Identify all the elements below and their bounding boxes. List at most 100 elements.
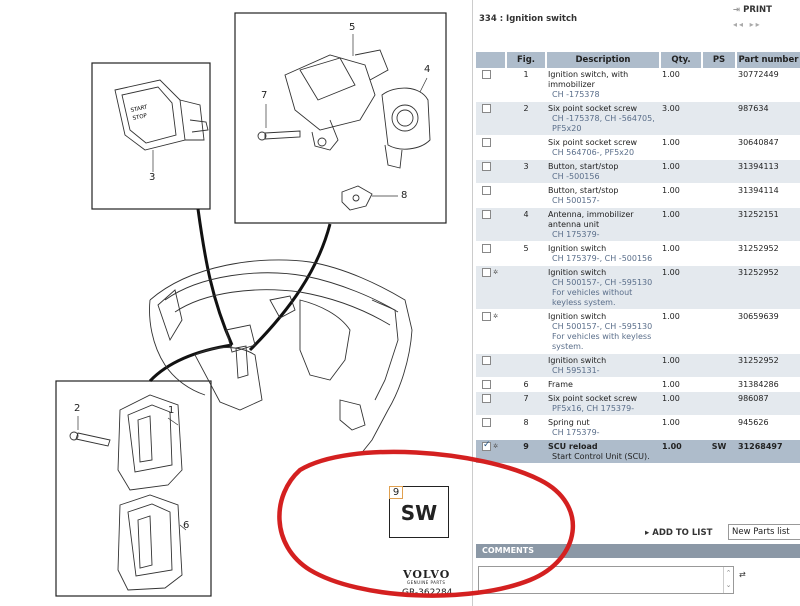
fig-cell: 9 [506, 439, 546, 464]
fig-cell: 8 [506, 415, 546, 440]
row-checkbox[interactable] [482, 380, 491, 389]
description-sub: Start Control Unit (SCU). [552, 452, 650, 461]
sw-label: SW [400, 501, 438, 525]
header-description[interactable]: Description [546, 52, 661, 68]
fig-cell: 5 [506, 241, 546, 266]
fig-cell [506, 265, 546, 310]
row-checkbox[interactable] [482, 138, 491, 147]
fig-cell: 4 [506, 207, 546, 242]
part-number-cell: 987634 [736, 101, 800, 136]
row-checkbox[interactable] [482, 394, 491, 403]
description-text: Six point socket screw [548, 394, 638, 403]
description-text: Ignition switch [548, 268, 607, 277]
print-icon: ⇥ [733, 5, 744, 15]
header-qty[interactable]: Qty. [660, 52, 703, 68]
stop-text: STOP [132, 113, 148, 122]
description-text: Ignition switch, with immobilizer [548, 70, 629, 89]
row-checkbox[interactable] [482, 440, 491, 451]
description-sub: CH 175379- [552, 428, 600, 437]
header-fig[interactable]: Fig. [506, 52, 547, 68]
ps-cell [702, 377, 736, 392]
description-sub: CH -500156 [552, 172, 600, 181]
row-checkbox[interactable] [482, 312, 491, 321]
comments-scrollbar[interactable]: ⌃⌄ [723, 567, 733, 593]
ps-cell [702, 353, 736, 378]
qty-cell: 1.00 [660, 391, 702, 416]
part-number-cell: 31252952 [736, 353, 800, 378]
row-checkbox[interactable] [482, 244, 491, 253]
print-button[interactable]: ⇥ PRINT [733, 5, 772, 15]
ps-cell [702, 265, 736, 310]
qty-cell: 1.00 [660, 241, 702, 266]
row-select-cell: ✲ [476, 265, 506, 310]
part-number-cell: 31268497 [736, 439, 800, 464]
callout-2: 2 [74, 403, 81, 414]
fig-cell: 2 [506, 101, 546, 136]
comments-textarea[interactable]: ⌃⌄ [478, 566, 734, 594]
diagram-code: GR-362284 [402, 588, 453, 598]
row-checkbox[interactable] [482, 356, 491, 365]
row-checkbox[interactable] [482, 162, 491, 171]
qty-cell: 1.00 [660, 68, 702, 102]
description-sub: CH -175378 [552, 90, 600, 99]
parts-list-select[interactable]: New Parts list [728, 524, 800, 540]
callout-1: 1 [168, 405, 175, 416]
row-select-cell [476, 135, 506, 160]
row-checkbox[interactable] [482, 186, 491, 195]
fig-cell [506, 353, 546, 378]
star-icon: ✲ [493, 443, 499, 450]
row-select-cell [476, 68, 506, 102]
add-to-list-button[interactable]: ▸ ADD TO LIST [645, 528, 712, 538]
fig-cell: 3 [506, 159, 546, 184]
row-checkbox[interactable] [482, 210, 491, 219]
parts-panel: 334 : Ignition switch ⇥ PRINT ◂◂ ▸▸ Fig.… [472, 0, 800, 606]
part-number-cell: 31252151 [736, 207, 800, 242]
part-number-cell: 31394113 [736, 159, 800, 184]
ps-cell [702, 159, 736, 184]
header-select [476, 52, 507, 68]
row-select-cell [476, 353, 506, 378]
ps-cell: SW [702, 439, 736, 464]
pager-arrows[interactable]: ◂◂ ▸▸ [733, 20, 762, 29]
header-part-number[interactable]: Part number [736, 52, 800, 68]
part-number-cell: 31252952 [736, 241, 800, 266]
row-checkbox[interactable] [482, 268, 491, 277]
description-sub: CH -175378, CH -564705, PF5x20 [552, 114, 655, 133]
description-sub: CH 500157-, CH -595130 [552, 278, 653, 287]
row-checkbox[interactable] [482, 418, 491, 427]
diagram-drawing: START STOP [55, 12, 447, 597]
fig-cell [506, 183, 546, 208]
callout-3: 3 [149, 172, 156, 183]
comments-action-icon[interactable]: ⇄ [739, 570, 746, 579]
description-sub: PF5x16, CH 175379- [552, 404, 635, 413]
row-checkbox[interactable] [482, 104, 491, 113]
qty-cell: 1.00 [660, 415, 702, 440]
callout-8: 8 [401, 190, 408, 201]
fig-cell: 1 [506, 68, 546, 102]
description-note: For vehicles with keyless system. [552, 332, 652, 351]
row-checkbox[interactable] [482, 70, 491, 79]
part-number-cell: 30640847 [736, 135, 800, 160]
header-ps[interactable]: PS [702, 52, 737, 68]
description-text: Ignition switch [548, 356, 607, 365]
fig-cell [506, 135, 546, 160]
callout-4: 4 [424, 64, 431, 75]
